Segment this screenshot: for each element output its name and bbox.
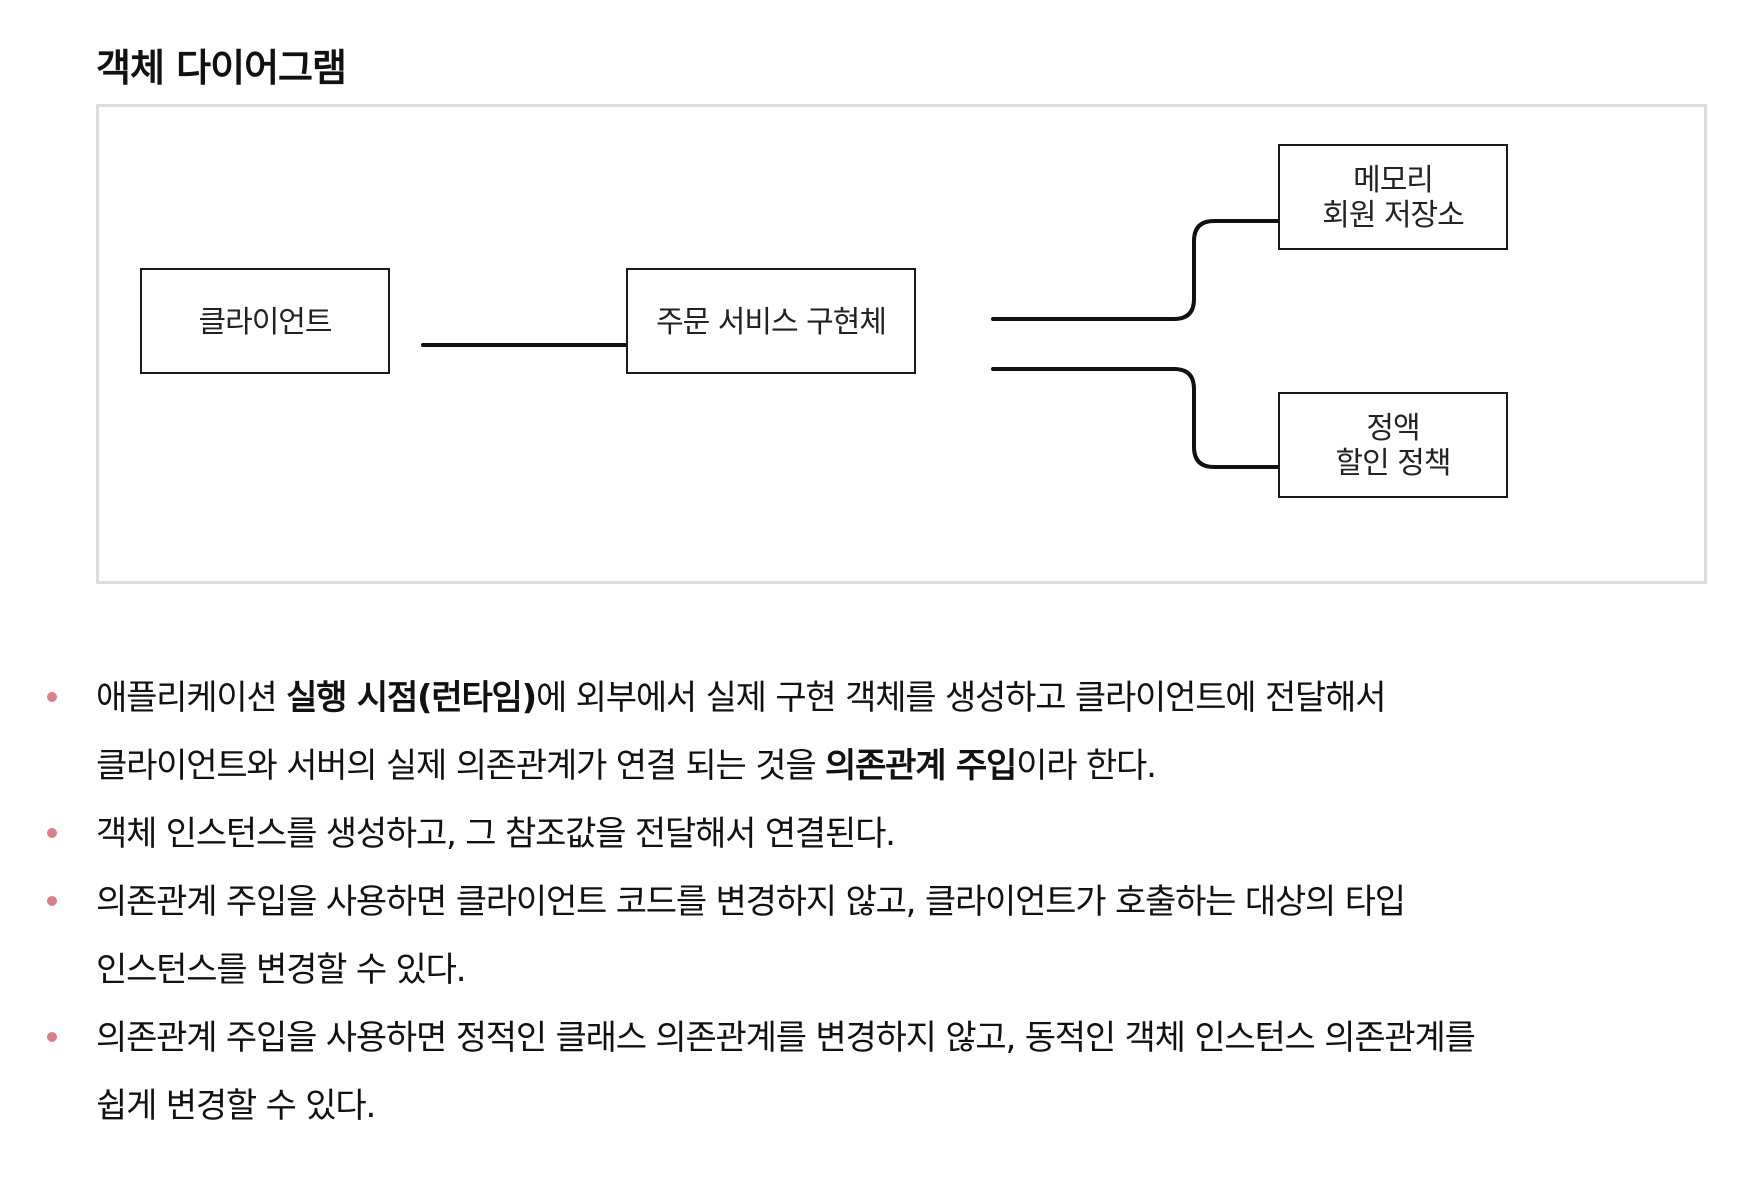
bullet-dot <box>47 828 57 838</box>
object-diagram-canvas: 클라이언트 주문 서비스 구현체 메모리 회원 저장소 정액 할인 정책 <box>140 144 1508 498</box>
bullet-dot <box>47 692 57 702</box>
node-fixed-discount: 정액 할인 정책 <box>1278 392 1508 498</box>
node-client-label: 클라이언트 <box>199 305 332 340</box>
node-fixed-discount-label-line1: 정액 <box>1366 411 1419 446</box>
bullet-text-bold: 의존관계 주입 <box>825 746 1017 786</box>
bullet-item: 객체 인스턴스를 생성하고, 그 참조값을 전달해서 연결된다. <box>47 800 1736 868</box>
bullet-line: 객체 인스턴스를 생성하고, 그 참조값을 전달해서 연결된다. <box>96 800 1736 868</box>
bullet-text: 의존관계 주입을 사용하면 정적인 클래스 의존관계를 변경하지 않고, 동적인… <box>96 1018 1476 1058</box>
edge-order-service-to-memory-repo <box>991 201 1401 321</box>
node-memory-repo: 메모리 회원 저장소 <box>1278 144 1508 250</box>
bullet-text: 클라이언트와 서버의 실제 의존관계가 연결 되는 것을 <box>96 746 826 786</box>
bullet-line: 인스턴스를 변경할 수 있다. <box>96 936 1736 1004</box>
node-memory-repo-label-line1: 메모리 <box>1353 163 1433 198</box>
bullet-text: 에 외부에서 실제 구현 객체를 생성하고 클라이언트에 전달해서 <box>535 678 1387 718</box>
bullet-line: 쉽게 변경할 수 있다. <box>96 1072 1736 1140</box>
bullet-text: 이라 한다. <box>1016 746 1157 786</box>
bullet-item: 애플리케이션 실행 시점(런타임)에 외부에서 실제 구현 객체를 생성하고 클… <box>47 664 1736 800</box>
node-memory-repo-label-line2: 회원 저장소 <box>1322 198 1464 233</box>
bullet-line: 의존관계 주입을 사용하면 정적인 클래스 의존관계를 변경하지 않고, 동적인… <box>96 1004 1736 1072</box>
section-heading: 객체 다이어그램 <box>96 46 347 90</box>
bullet-text: 애플리케이션 <box>96 678 287 718</box>
object-diagram: 클라이언트 주문 서비스 구현체 메모리 회원 저장소 정액 할인 정책 <box>96 104 1707 584</box>
bullet-text-bold: 실행 시점(런타임) <box>286 678 537 718</box>
bullet-item: 의존관계 주입을 사용하면 클라이언트 코드를 변경하지 않고, 클라이언트가 … <box>47 868 1736 1004</box>
bullet-text: 인스턴스를 변경할 수 있다. <box>96 950 467 990</box>
bullet-text: 쉽게 변경할 수 있다. <box>96 1086 376 1126</box>
bullet-dot <box>47 896 57 906</box>
bullet-line: 의존관계 주입을 사용하면 클라이언트 코드를 변경하지 않고, 클라이언트가 … <box>96 868 1736 936</box>
node-order-service: 주문 서비스 구현체 <box>626 268 916 374</box>
node-client: 클라이언트 <box>140 268 390 374</box>
bullet-dot <box>47 1032 57 1042</box>
edge-order-service-to-fixed-discount <box>991 367 1401 487</box>
bullet-list: 애플리케이션 실행 시점(런타임)에 외부에서 실제 구현 객체를 생성하고 클… <box>47 664 1736 1140</box>
bullet-text: 의존관계 주입을 사용하면 클라이언트 코드를 변경하지 않고, 클라이언트가 … <box>96 882 1406 922</box>
bullet-line: 클라이언트와 서버의 실제 의존관계가 연결 되는 것을 의존관계 주입이라 한… <box>96 732 1736 800</box>
node-order-service-label: 주문 서비스 구현체 <box>656 305 886 340</box>
bullet-line: 애플리케이션 실행 시점(런타임)에 외부에서 실제 구현 객체를 생성하고 클… <box>96 664 1736 732</box>
bullet-item: 의존관계 주입을 사용하면 정적인 클래스 의존관계를 변경하지 않고, 동적인… <box>47 1004 1736 1140</box>
bullet-text: 객체 인스턴스를 생성하고, 그 참조값을 전달해서 연결된다. <box>96 814 896 854</box>
node-fixed-discount-label-line2: 할인 정책 <box>1336 446 1451 481</box>
